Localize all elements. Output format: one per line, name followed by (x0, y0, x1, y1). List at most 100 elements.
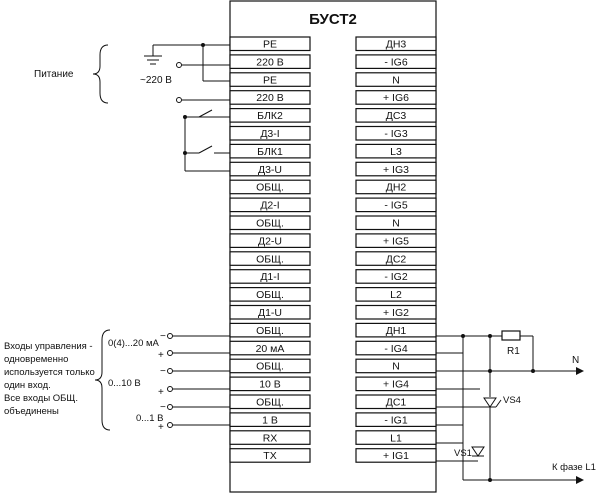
left-terminal-label: БЛК2 (257, 110, 283, 122)
right-terminal-box (355, 251, 437, 266)
right-terminal-label: ДС3 (386, 110, 407, 122)
left-terminal-box (229, 90, 311, 105)
left-terminal-label: 20 мА (256, 343, 285, 355)
left-terminal-box (229, 340, 311, 356)
left-terminal-label: БЛК1 (257, 146, 283, 158)
right-terminal-label: ДН2 (386, 182, 407, 194)
range-20ma: 0(4)...20 мА (108, 338, 160, 349)
left-terminal-label: ОБЩ. (256, 325, 284, 337)
left-terminal-box (229, 197, 311, 213)
svg-text:+: + (158, 387, 164, 398)
power-brace (92, 44, 109, 104)
power-terminal-1 (176, 62, 182, 68)
left-terminal-box (229, 304, 311, 320)
ground-icon (144, 45, 162, 65)
left-terminal-label: RX (263, 432, 278, 444)
inputs-desc-6: объединены (4, 406, 59, 417)
left-terminal-box (229, 143, 311, 159)
right-terminal-box (355, 107, 437, 123)
svg-text:−: − (160, 402, 166, 413)
right-terminal-label: + IG2 (383, 307, 409, 319)
svg-text:+: + (158, 350, 164, 361)
right-terminal-label: - IG4 (384, 343, 407, 355)
left-terminal-box (229, 376, 311, 392)
left-terminal-label: TX (263, 450, 276, 462)
right-terminal-label: - IG5 (384, 200, 407, 212)
inputs-desc-5: Все входы ОБЩ. (4, 393, 78, 404)
right-terminal-box (355, 36, 437, 52)
right-terminal-box (355, 412, 437, 427)
left-terminal-box (229, 107, 311, 123)
inputs-desc-1: Входы управления - (4, 341, 93, 352)
left-terminal-box (229, 215, 311, 231)
left-terminal-box (229, 322, 311, 338)
right-terminal-box (355, 304, 437, 320)
right-terminal-box (355, 90, 437, 105)
left-terminal-label: 10 В (259, 379, 281, 391)
right-terminal-label: - IG6 (384, 56, 407, 68)
left-terminal-label: PE (263, 39, 277, 51)
inputs-desc-3: используется только (4, 367, 95, 378)
range-1v: 0...1 В (136, 413, 163, 424)
right-terminal-label: L2 (390, 289, 402, 301)
inputs-desc-2: одновременно (4, 354, 68, 365)
power-terminal-2 (176, 97, 182, 103)
right-terminal-box (355, 197, 437, 213)
left-terminal-label: ОБЩ. (256, 218, 284, 230)
left-terminal-box (229, 233, 311, 248)
left-terminal-label: Д2-U (258, 235, 282, 247)
right-terminal-box (355, 215, 437, 231)
right-terminal-label: + IG5 (383, 235, 409, 247)
right-terminal-label: + IG3 (383, 164, 409, 176)
device-title: БУСТ2 (309, 11, 357, 28)
right-terminal-label: - IG3 (384, 128, 407, 140)
svg-text:+: + (158, 422, 164, 433)
left-terminal-label: 1 В (262, 414, 278, 426)
right-terminal-label: L3 (390, 146, 402, 158)
right-terminal-box (355, 448, 437, 463)
left-terminal-box (229, 161, 311, 177)
svg-text:−: − (160, 331, 166, 342)
range-10v: 0...10 В (108, 378, 141, 389)
left-terminal-box (229, 412, 311, 427)
vs4-label: VS4 (503, 395, 521, 406)
thyristor-vs4 (483, 397, 502, 408)
right-terminal-box (355, 269, 437, 284)
left-terminal-box (229, 430, 311, 445)
right-terminal-box (355, 125, 437, 141)
inputs-desc-4: один вход. (4, 380, 51, 391)
left-terminal-label: ОБЩ. (256, 289, 284, 301)
left-terminal-label: 220 В (256, 56, 283, 68)
left-terminal-box (229, 36, 311, 52)
output-n-label: N (572, 355, 579, 366)
left-terminal-box (229, 72, 311, 87)
right-terminal-label: + IG4 (383, 379, 409, 391)
right-terminal-label: L1 (390, 432, 402, 444)
right-terminal-label: - IG1 (384, 414, 407, 426)
right-terminal-label: ДН3 (386, 39, 407, 51)
blk-switches (183, 109, 230, 172)
right-terminal-box (355, 394, 437, 410)
left-terminal-box (229, 125, 311, 141)
right-terminal-label: ДС2 (386, 253, 407, 265)
right-terminal-label: N (392, 361, 400, 373)
output-l1-label: К фазе L1 (552, 462, 596, 473)
right-terminal-label: + IG6 (383, 92, 409, 104)
right-terminal-label: ДН1 (386, 325, 407, 337)
vs1-label: VS1 (454, 448, 472, 459)
left-terminal-label: Д1-U (258, 307, 282, 319)
thyristor-vs1 (471, 446, 485, 457)
right-terminal-box (355, 72, 437, 87)
right-terminal-label: - IG2 (384, 271, 407, 283)
left-terminal-box (229, 251, 311, 266)
left-terminal-label: Д1-I (260, 271, 279, 283)
left-terminal-box (229, 269, 311, 284)
svg-text:−: − (160, 366, 166, 377)
inputs-brace (94, 329, 111, 431)
left-terminal-label: ОБЩ. (256, 253, 284, 265)
right-terminal-box (355, 287, 437, 302)
left-terminal-box (229, 448, 311, 463)
right-terminal-box (355, 430, 437, 445)
